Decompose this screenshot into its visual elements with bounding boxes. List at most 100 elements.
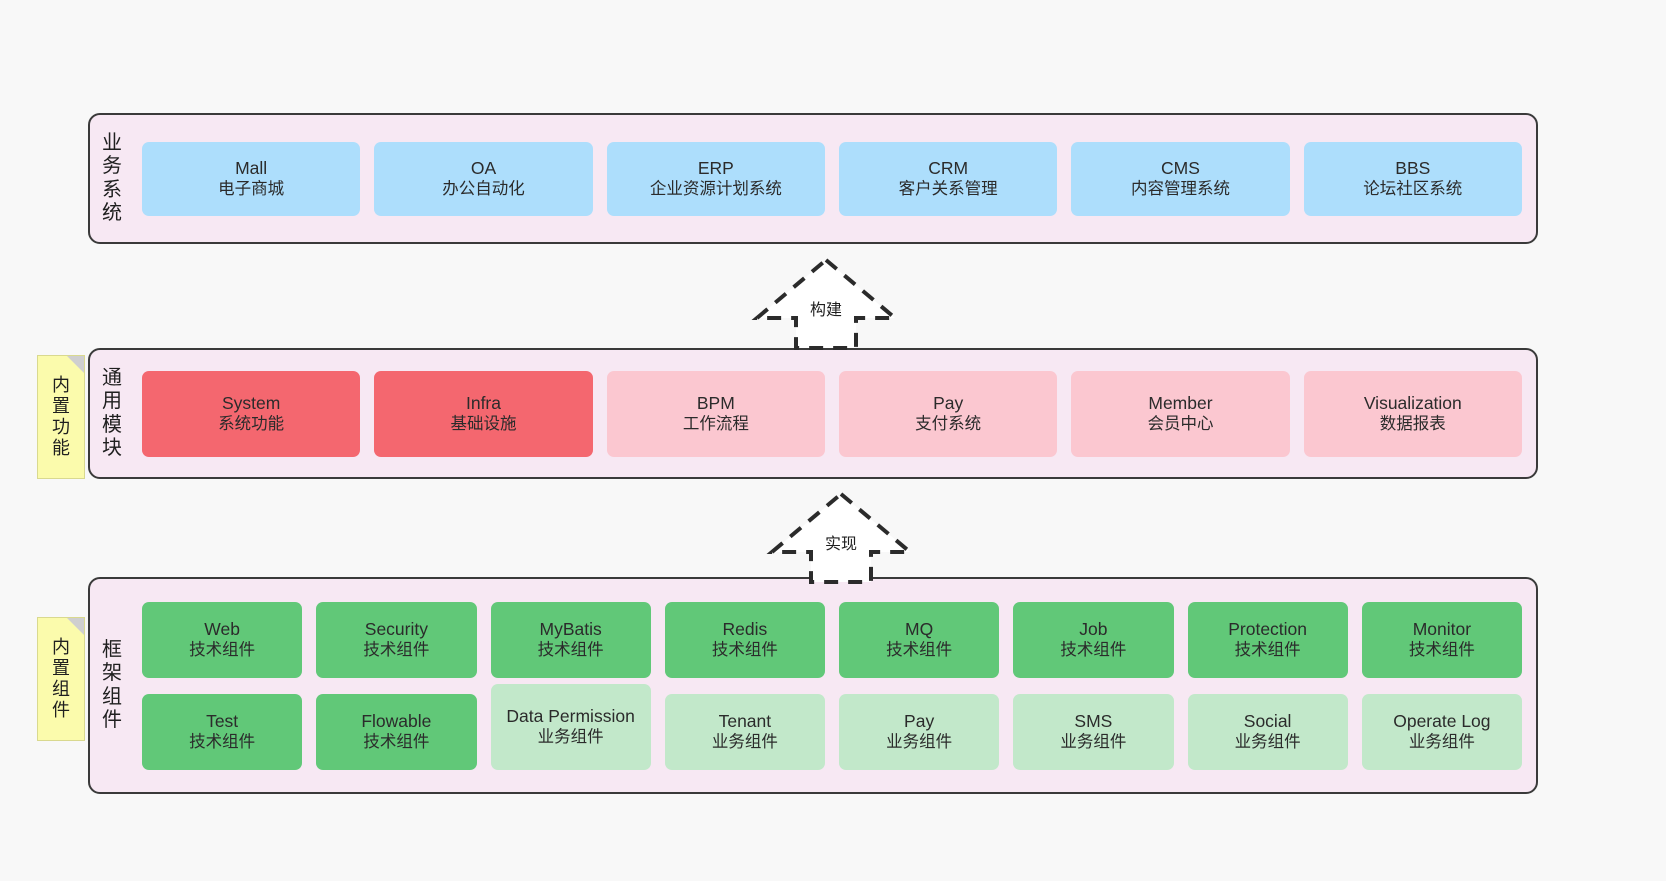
node-operate-log[interactable]: Operate Log 业务组件 bbox=[1361, 693, 1522, 770]
node-title: Tenant bbox=[718, 710, 772, 731]
node-subtitle: 办公自动化 bbox=[442, 180, 525, 199]
node-social[interactable]: Social 业务组件 bbox=[1187, 693, 1348, 770]
node-subtitle: 会员中心 bbox=[1147, 415, 1214, 434]
node-title: Social bbox=[1243, 710, 1292, 731]
node-subtitle: 系统功能 bbox=[218, 415, 285, 434]
node-title: OA bbox=[470, 157, 497, 178]
node-subtitle: 业务组件 bbox=[711, 733, 778, 752]
node-bpm[interactable]: BPM 工作流程 bbox=[606, 370, 825, 457]
node-redis[interactable]: Redis 技术组件 bbox=[664, 601, 825, 678]
node-title: MyBatis bbox=[539, 618, 602, 639]
connector-build-arrow: 构建 bbox=[751, 256, 901, 350]
node-title: Redis bbox=[722, 618, 768, 639]
node-cms[interactable]: CMS 内容管理系统 bbox=[1071, 141, 1290, 216]
layer-title-business-system: 业 务 系 统 bbox=[90, 132, 134, 225]
node-subtitle: 企业资源计划系统 bbox=[649, 180, 782, 199]
node-title: BPM bbox=[696, 392, 735, 413]
hollow-dashed-arrow-shape bbox=[766, 491, 916, 584]
note-char: 能 bbox=[52, 438, 70, 459]
layer-title-char: 框 bbox=[102, 639, 122, 662]
layer-title-common-module: 通 用 模 块 bbox=[90, 367, 134, 460]
layer-framework-component: 框 架 组 件 Web 技术组件 Security 技术组件 MyBatis 技… bbox=[88, 577, 1538, 794]
node-title: Monitor bbox=[1412, 618, 1472, 639]
node-sms[interactable]: SMS 业务组件 bbox=[1013, 693, 1174, 770]
node-title: Data Permission bbox=[506, 705, 635, 726]
node-title: Job bbox=[1079, 618, 1108, 639]
node-erp[interactable]: ERP 企业资源计划系统 bbox=[606, 141, 825, 216]
node-oa[interactable]: OA 办公自动化 bbox=[374, 141, 593, 216]
node-title: MQ bbox=[905, 618, 934, 639]
layer-title-char: 务 bbox=[102, 155, 122, 178]
node-subtitle: 技术组件 bbox=[1234, 641, 1301, 660]
node-test[interactable]: Test 技术组件 bbox=[142, 693, 303, 770]
node-title: Pay bbox=[904, 710, 935, 731]
layer-title-char: 业 bbox=[102, 132, 122, 155]
layer-title-char: 通 bbox=[102, 367, 122, 390]
node-title: Pay bbox=[933, 392, 964, 413]
node-subtitle: 业务组件 bbox=[1408, 733, 1475, 752]
note-fold-corner-icon bbox=[67, 618, 84, 635]
node-subtitle: 技术组件 bbox=[1060, 641, 1127, 660]
node-visualization[interactable]: Visualization 数据报表 bbox=[1303, 370, 1522, 457]
layer-title-char: 系 bbox=[102, 178, 122, 201]
node-subtitle: 技术组件 bbox=[189, 733, 256, 752]
note-builtin-function: 内 置 功 能 bbox=[37, 355, 85, 479]
framework-tech-row: Web 技术组件 Security 技术组件 MyBatis 技术组件 Redi… bbox=[142, 601, 1522, 678]
node-crm[interactable]: CRM 客户关系管理 bbox=[838, 141, 1058, 216]
layer-title-framework-component: 框 架 组 件 bbox=[90, 639, 134, 732]
node-title: CRM bbox=[928, 157, 969, 178]
node-title: Security bbox=[364, 618, 428, 639]
node-pay-component[interactable]: Pay 业务组件 bbox=[839, 693, 1000, 770]
node-data-permission[interactable]: Data Permission 业务组件 bbox=[490, 683, 651, 770]
node-system[interactable]: System 系统功能 bbox=[142, 370, 361, 457]
node-mq[interactable]: MQ 技术组件 bbox=[839, 601, 1000, 678]
node-pay-module[interactable]: Pay 支付系统 bbox=[838, 370, 1058, 457]
note-char: 内 bbox=[52, 636, 70, 657]
note-char: 组 bbox=[52, 679, 70, 699]
node-title: Web bbox=[204, 618, 240, 639]
node-protection[interactable]: Protection 技术组件 bbox=[1187, 601, 1348, 678]
node-title: CMS bbox=[1161, 157, 1200, 178]
note-builtin-component: 内 置 组 件 bbox=[37, 617, 85, 741]
node-bbs[interactable]: BBS 论坛社区系统 bbox=[1303, 141, 1522, 216]
node-mall[interactable]: Mall 电子商城 bbox=[142, 141, 361, 216]
node-mybatis[interactable]: MyBatis 技术组件 bbox=[490, 601, 651, 678]
node-title: Visualization bbox=[1363, 392, 1462, 413]
business-system-box-row: Mall 电子商城 OA 办公自动化 ERP 企业资源计划系统 CRM 客户关系… bbox=[134, 115, 1536, 242]
framework-business-row: Test 技术组件 Flowable 技术组件 Data Permission … bbox=[142, 683, 1522, 770]
node-subtitle: 技术组件 bbox=[363, 641, 430, 660]
node-security[interactable]: Security 技术组件 bbox=[316, 601, 477, 678]
layer-title-char: 块 bbox=[102, 436, 122, 459]
node-title: Member bbox=[1148, 392, 1213, 413]
note-char: 置 bbox=[52, 395, 70, 416]
node-title: Operate Log bbox=[1393, 710, 1491, 731]
node-member[interactable]: Member 会员中心 bbox=[1071, 370, 1290, 457]
node-subtitle: 技术组件 bbox=[886, 641, 953, 660]
note-char: 件 bbox=[52, 700, 70, 721]
node-title: SMS bbox=[1074, 710, 1113, 731]
common-module-box-row: System 系统功能 Infra 基础设施 BPM 工作流程 Pay 支付系统… bbox=[134, 350, 1536, 477]
node-flowable[interactable]: Flowable 技术组件 bbox=[316, 693, 477, 770]
note-char: 功 bbox=[52, 417, 70, 437]
node-subtitle: 基础设施 bbox=[450, 415, 517, 434]
layer-title-char: 模 bbox=[102, 413, 122, 436]
node-job[interactable]: Job 技术组件 bbox=[1013, 601, 1174, 678]
node-web[interactable]: Web 技术组件 bbox=[142, 601, 303, 678]
node-subtitle: 技术组件 bbox=[363, 733, 430, 752]
node-tenant[interactable]: Tenant 业务组件 bbox=[664, 693, 825, 770]
node-title: Flowable bbox=[361, 710, 432, 731]
node-title: Mall bbox=[235, 157, 268, 178]
layer-business-system: 业 务 系 统 Mall 电子商城 OA 办公自动化 ERP 企业资源计划系统 … bbox=[88, 113, 1538, 244]
node-subtitle: 电子商城 bbox=[218, 180, 285, 199]
note-char: 内 bbox=[52, 374, 70, 395]
node-subtitle: 业务组件 bbox=[1234, 733, 1301, 752]
node-title: ERP bbox=[697, 157, 734, 178]
layer-common-module: 通 用 模 块 System 系统功能 Infra 基础设施 BPM 工作流程 … bbox=[88, 348, 1538, 479]
layer-title-char: 用 bbox=[102, 390, 122, 413]
node-subtitle: 业务组件 bbox=[886, 733, 953, 752]
node-monitor[interactable]: Monitor 技术组件 bbox=[1361, 601, 1522, 678]
framework-component-grid: Web 技术组件 Security 技术组件 MyBatis 技术组件 Redi… bbox=[134, 579, 1536, 792]
layer-title-char: 统 bbox=[102, 201, 122, 224]
node-infra[interactable]: Infra 基础设施 bbox=[374, 370, 593, 457]
